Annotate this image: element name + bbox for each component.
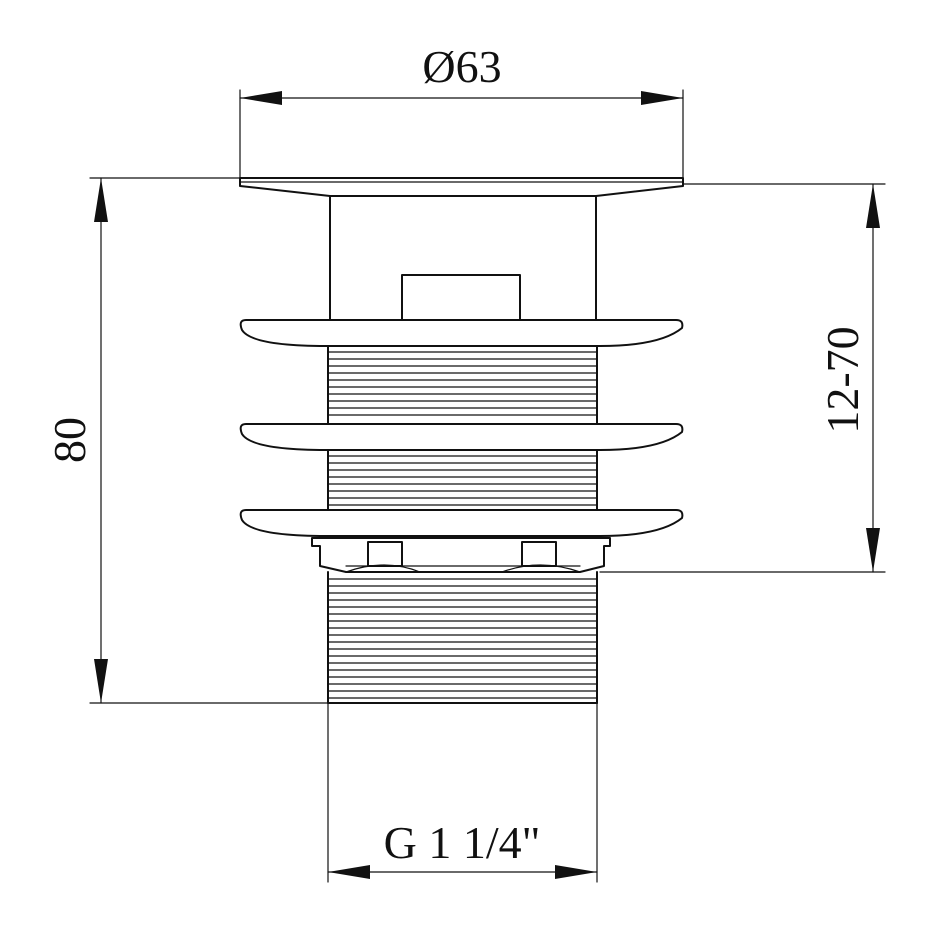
dimension-range: 12-70	[599, 183, 886, 573]
flange-2	[239, 423, 684, 451]
cap-plate	[239, 177, 684, 197]
thread-middle	[327, 449, 598, 511]
nut-assembly	[311, 537, 611, 573]
thread-label: G 1 1/4"	[384, 817, 541, 868]
thread-upper	[327, 345, 598, 425]
dimension-height: 80	[44, 177, 329, 704]
dimension-diameter: Ø63	[239, 41, 684, 179]
height-label: 80	[44, 417, 95, 463]
plug-block	[401, 274, 521, 321]
range-label: 12-70	[817, 326, 868, 433]
dimension-thread: G 1 1/4"	[327, 702, 598, 883]
flange-1	[239, 319, 684, 347]
thread-lower	[327, 571, 598, 704]
drain-body	[239, 177, 684, 704]
flange-3	[239, 509, 684, 537]
diameter-label: Ø63	[422, 41, 501, 92]
